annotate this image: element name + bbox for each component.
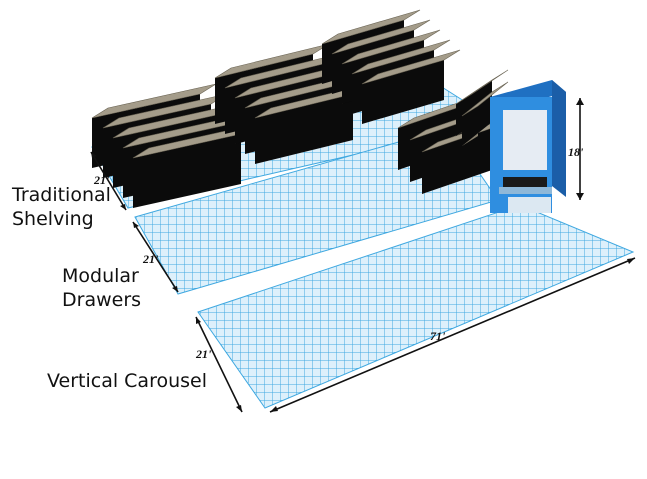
drawer-cabinet-back-5 [361, 49, 461, 124]
shelving-depth-arrow [90, 151, 127, 211]
carousel-counter [499, 187, 552, 194]
carousel-panel [503, 110, 547, 170]
carousel-opening [503, 177, 547, 187]
traditional-shelving-line1: Traditional [12, 184, 111, 206]
carousel-length-label: 71' [430, 329, 446, 343]
drawers-depth-arrow [132, 221, 179, 293]
carousel-floor-grid [197, 204, 635, 409]
modular-drawers-line2: Drawers [62, 289, 142, 311]
carousel-length-arrow [269, 257, 636, 413]
carousel-depth-arrow [195, 316, 243, 413]
dimension-arrows [90, 98, 636, 413]
carousel-depth-label: 21' [195, 347, 212, 361]
carousel-height-label: 18' [568, 145, 584, 159]
drawer-cabinet-small-2 [461, 81, 509, 146]
vertical-carousel-unit [490, 80, 566, 213]
vertical-carousel-line: Vertical Carousel [47, 370, 207, 392]
shelving-depth-label: 21' [93, 173, 110, 187]
vertical-carousel-label: Vertical Carousel [47, 369, 207, 393]
modular-drawers-label: Modular Drawers [62, 264, 141, 312]
traditional-shelving-label: Traditional Shelving [12, 183, 111, 231]
shelving-cabinet-mid-5 [254, 83, 370, 164]
cabinet-group [91, 9, 509, 208]
traditional-shelving-line2: Shelving [12, 208, 94, 230]
dimension-arrowheads [91, 98, 635, 412]
carousel-base [508, 197, 551, 213]
carousel-side [552, 80, 566, 197]
modular-drawers-line1: Modular [62, 265, 139, 287]
drawers-depth-label: 21' [142, 252, 159, 266]
